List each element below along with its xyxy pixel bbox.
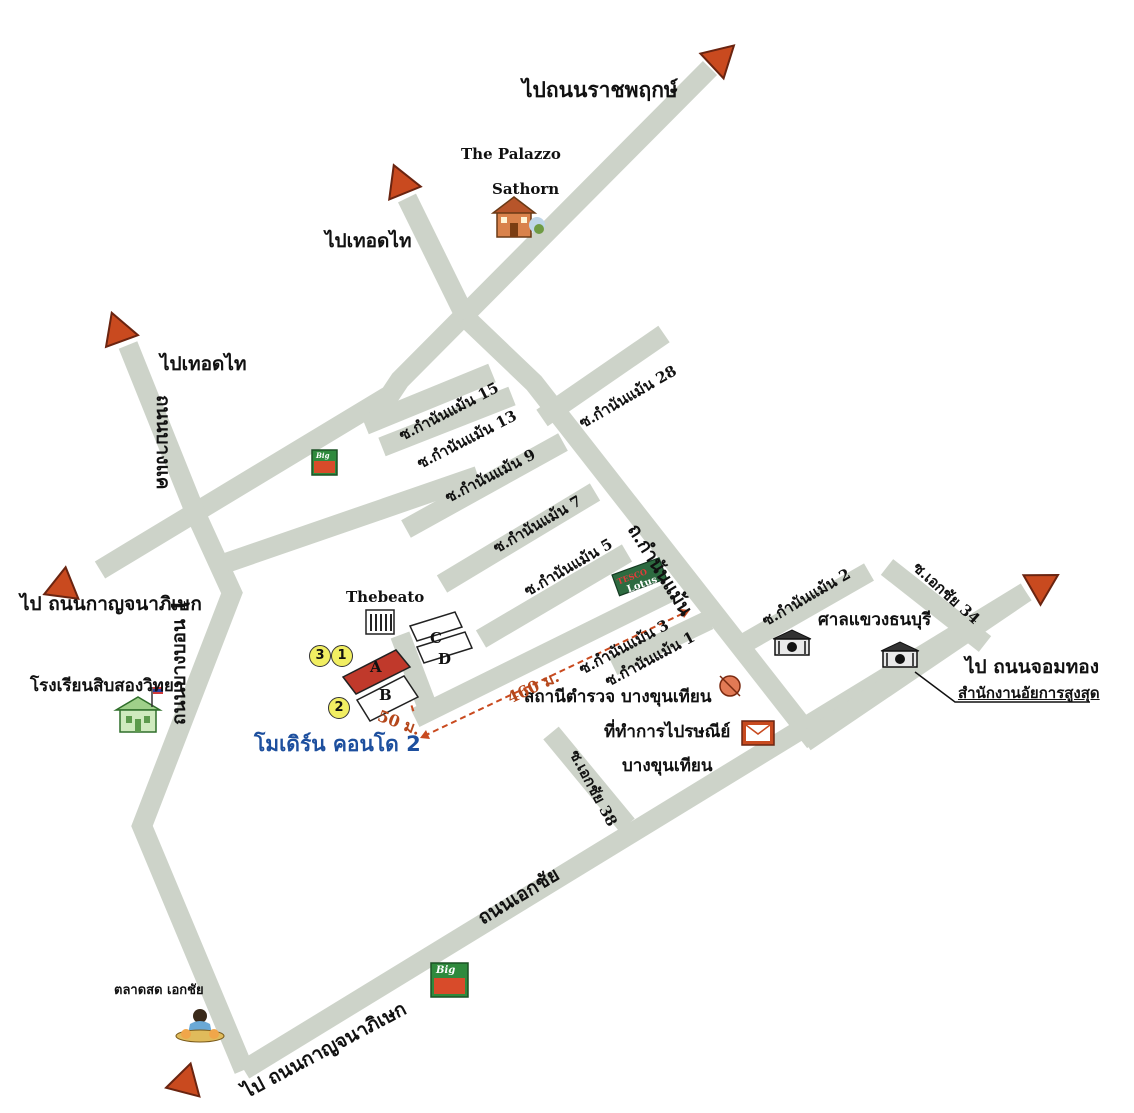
palazzo-label-line2: Sathorn — [492, 180, 560, 198]
distance-line-460m — [423, 611, 687, 737]
road-ratchaphruek[interactable] — [94, 60, 718, 579]
road-soi-13[interactable] — [361, 363, 496, 435]
palazzo-label-line1: The Palazzo — [461, 145, 561, 163]
road-bang-khae[interactable] — [118, 341, 254, 1074]
school-icon — [113, 687, 163, 733]
road-crossing-west[interactable] — [222, 466, 482, 573]
road-kamnan-maen[interactable] — [459, 310, 823, 749]
destination-thoet-thai-left: ไปเทอดไท — [160, 353, 247, 375]
road-soi-2[interactable] — [738, 563, 874, 653]
road-soi-28[interactable] — [536, 325, 670, 427]
arrow-kanchanaphisek-bottom — [160, 1062, 201, 1106]
court-icon — [772, 629, 812, 656]
police-label: สถานีตำรวจ บางขุนเทียน — [524, 687, 712, 707]
lotus-icon — [611, 557, 668, 597]
big-c-brand-north: Big — [316, 451, 330, 460]
arrow-thoet-thai-center — [376, 157, 422, 201]
prosecutor-office-icon — [880, 641, 920, 668]
building-a-label: A — [370, 658, 382, 676]
road-network — [94, 60, 1032, 1079]
road-soi-9[interactable] — [401, 433, 568, 538]
distance-arrow-tail-460 — [420, 730, 430, 739]
court-label: ศาลแขวงธนบุรี — [818, 610, 932, 630]
building-a[interactable] — [341, 649, 412, 695]
arrow-thoet-thai-left — [94, 305, 139, 348]
building-b-label: B — [379, 686, 392, 704]
road-soi-1[interactable] — [608, 610, 714, 676]
post-office-icon — [741, 720, 775, 746]
police-icon — [719, 675, 741, 697]
big-c-icon-south — [430, 962, 469, 998]
destination-ratchaphruek: ไปถนนราชพฤกษ์ — [522, 77, 678, 102]
big-c-icon-north — [311, 449, 338, 476]
road-ekkachai-34[interactable] — [880, 559, 992, 652]
destination-chom-thong: ไป ถนนจอมทอง — [965, 656, 1099, 678]
road-soi-15[interactable] — [378, 386, 516, 457]
market-label: ตลาดสด เอกชัย — [114, 983, 204, 998]
building-c-label: C — [430, 629, 442, 647]
road-thoet-thai-center[interactable] — [398, 193, 475, 323]
building-d[interactable] — [415, 631, 474, 664]
distance-markers — [401, 611, 687, 737]
market-icon — [175, 1009, 225, 1043]
road-project-link[interactable] — [390, 631, 437, 710]
marker-2[interactable]: 2 — [328, 697, 350, 719]
marker-3[interactable]: 3 — [309, 645, 331, 667]
building-b[interactable] — [355, 675, 420, 722]
building-d-label: D — [438, 650, 452, 668]
project-label: โมเดิร์น คอนโด 2 — [254, 732, 421, 756]
prosecutor-leader-line — [914, 671, 1090, 703]
post-label-line2: บางขุนเทียน — [622, 756, 713, 776]
big-c-brand-south: Big — [436, 965, 456, 976]
road-soi-7[interactable] — [436, 483, 601, 593]
marker-1[interactable]: 1 — [331, 645, 353, 667]
palazzo-house-icon — [490, 196, 545, 238]
destination-kanchanaphisek-left: ไป ถนนกาญจนาภิเษก — [20, 593, 202, 615]
thebeato-building-icon — [365, 609, 395, 635]
destination-thoet-thai-center: ไปเทอดไท — [325, 230, 412, 252]
distance-line-50m — [401, 676, 415, 714]
road-soi-5[interactable] — [475, 544, 633, 648]
building-c[interactable] — [408, 611, 464, 642]
distance-arrow-tip-460 — [680, 609, 690, 618]
prosecutor-label: สำนักงานอัยการสูงสุด — [958, 684, 1100, 702]
thebeato-label: Thebeato — [346, 588, 425, 606]
road-label-bang-khae: ถนนบางแค — [152, 395, 174, 490]
project-buildings — [341, 611, 474, 722]
post-label-line1: ที่ทำการไปรษณีย์ — [604, 722, 731, 742]
school-label: โรงเรียนสิบสองวิทยา — [30, 676, 184, 696]
road-ekkachai-38[interactable] — [543, 726, 635, 832]
road-label-bang-bon-1: ถนนบางบอน 1 — [168, 599, 190, 725]
road-soi-3[interactable] — [410, 583, 675, 727]
